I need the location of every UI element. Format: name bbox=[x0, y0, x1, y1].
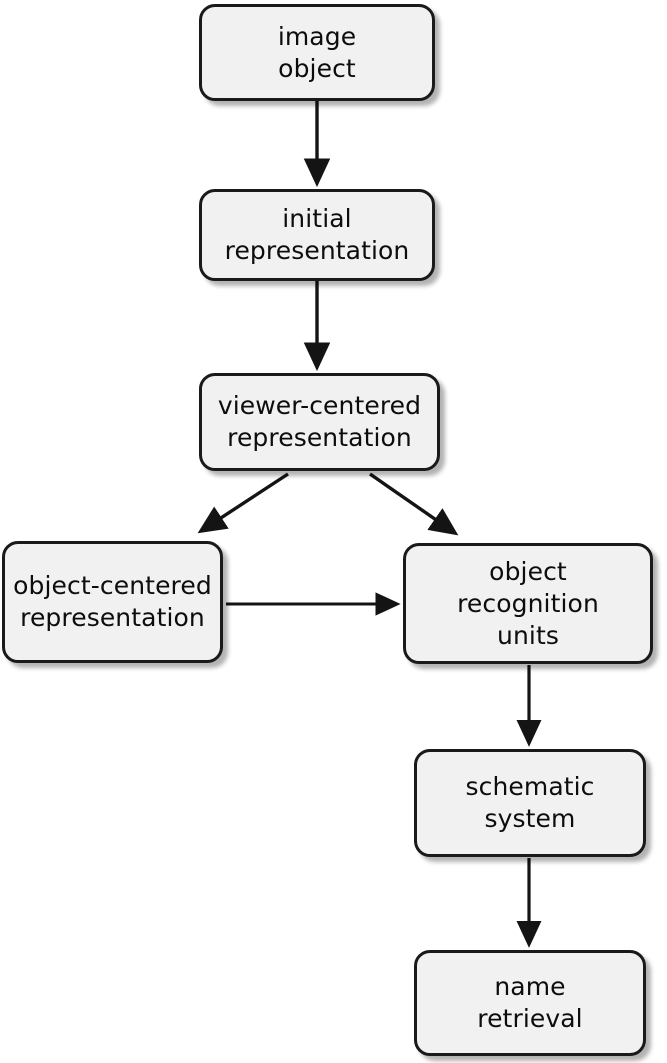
node-initial-representation[interactable]: initial representation bbox=[199, 189, 435, 281]
node-name-retrieval[interactable]: name retrieval bbox=[414, 950, 646, 1056]
node-schematic-system[interactable]: schematic system bbox=[414, 749, 646, 857]
node-object-centered-representation[interactable]: object-centered representation bbox=[2, 541, 223, 663]
node-object-recognition-units[interactable]: object recognition units bbox=[403, 543, 653, 664]
node-image-object[interactable]: image object bbox=[199, 4, 435, 101]
edge-viewer-centered-to-object-recognition-units bbox=[369, 472, 459, 536]
node-viewer-centered-representation[interactable]: viewer-centered representation bbox=[199, 373, 440, 471]
edge-viewer-centered-to-object-centered bbox=[197, 472, 289, 534]
